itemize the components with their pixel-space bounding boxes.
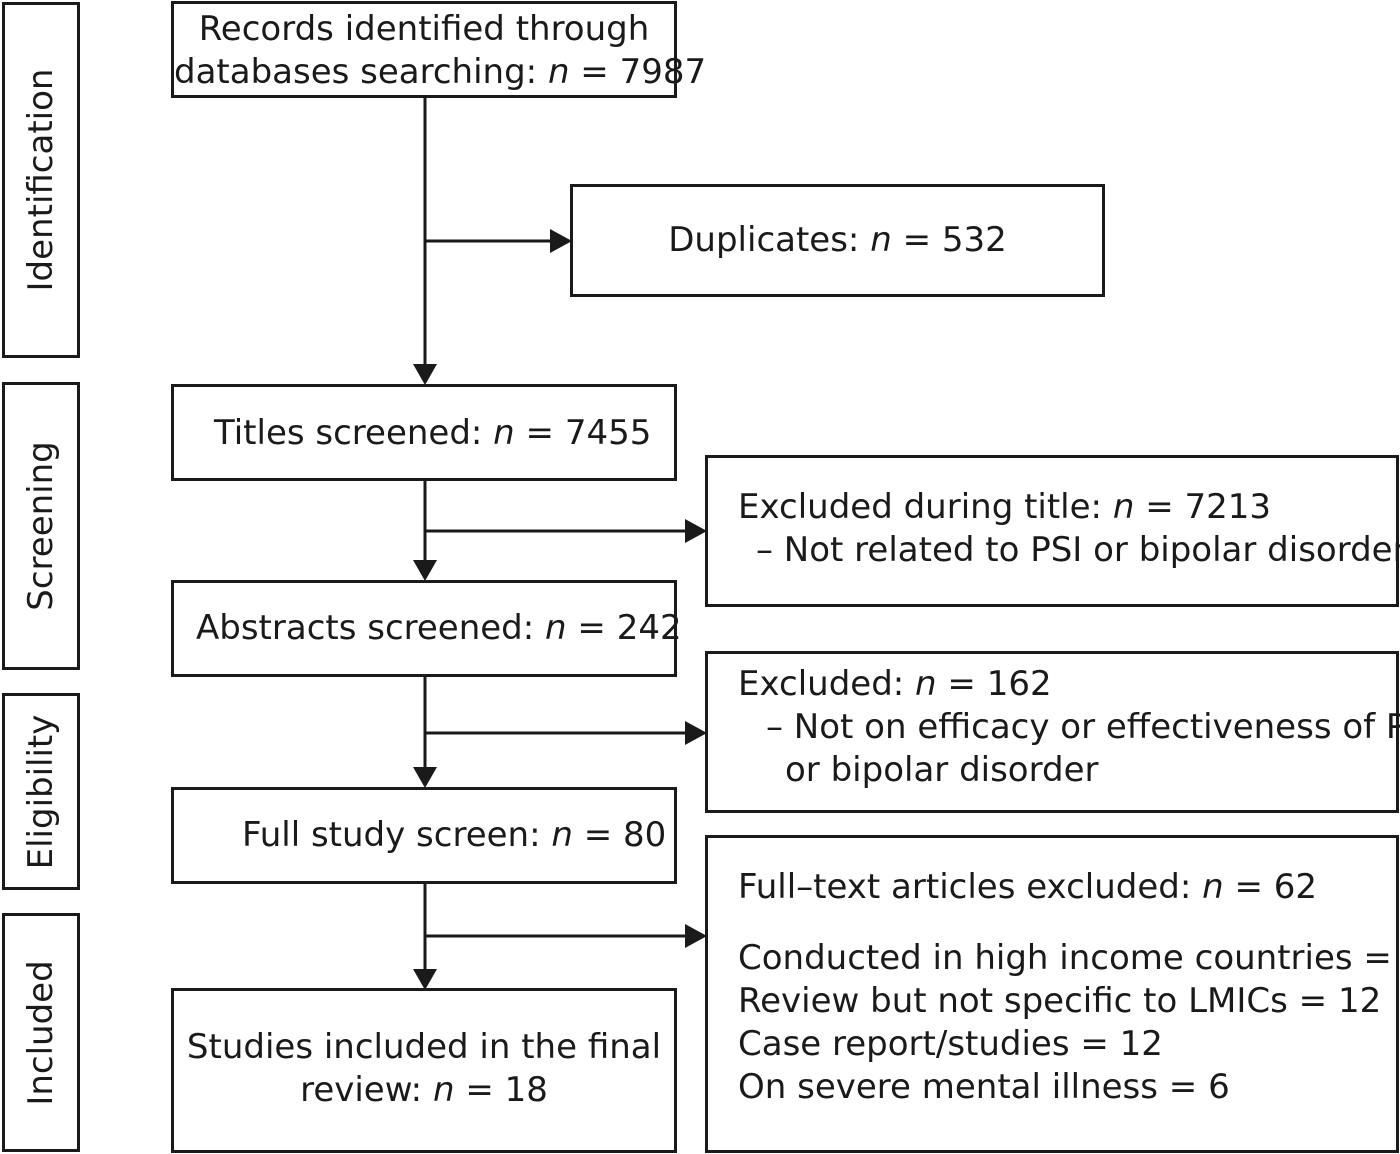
excluded-abstract-box: Excluded: n = 162 – Not on efficacy or e… bbox=[705, 651, 1400, 813]
full-study-screen-box: Full study screen: n = 80 bbox=[171, 787, 677, 884]
arrowhead-fullstudy bbox=[413, 767, 437, 788]
fulltext-reason-review-lmics: Review but not specific to LMICs = 12 bbox=[738, 981, 1382, 1021]
duplicates-text: Duplicates: n = 532 bbox=[668, 220, 1007, 260]
abstracts-screened-box: Abstracts screened: n = 242 bbox=[171, 580, 682, 677]
abstracts-screened-text: Abstracts screened: n = 242 bbox=[196, 608, 682, 648]
studies-included-line2: review: n = 18 bbox=[300, 1070, 548, 1110]
titles-screened-box: Titles screened: n = 7455 bbox=[171, 384, 677, 481]
arrowhead-fulltext-excluded bbox=[685, 924, 707, 948]
full-study-screen-text: Full study screen: n = 80 bbox=[242, 815, 667, 855]
arrowhead-duplicates bbox=[550, 229, 572, 253]
stage-screening: Screening bbox=[2, 382, 80, 670]
arrowhead-excluded-abstract bbox=[685, 721, 707, 745]
studies-included-line1: Studies included in the final bbox=[186, 1027, 662, 1067]
fulltext-reason-high-income: Conducted in high income countries = 32 bbox=[738, 938, 1400, 978]
stage-eligibility: Eligibility bbox=[2, 693, 80, 890]
fulltext-reason-case-report: Case report/studies = 12 bbox=[738, 1024, 1163, 1064]
excluded-title-heading: Excluded during title: n = 7213 bbox=[738, 487, 1272, 527]
studies-included-box: Studies included in the final review: n … bbox=[171, 988, 677, 1153]
stage-included: Included bbox=[2, 913, 80, 1152]
arrowhead-titles bbox=[413, 364, 437, 385]
records-identified-box: Records identified through databases sea… bbox=[171, 1, 707, 98]
fulltext-reason-severe-mental-illness: On severe mental illness = 6 bbox=[738, 1067, 1230, 1107]
excluded-abstract-heading: Excluded: n = 162 bbox=[738, 664, 1052, 704]
records-line1: Records identified through bbox=[198, 9, 650, 49]
fulltext-excluded-box: Full–text articles excluded: n = 62 Cond… bbox=[705, 835, 1400, 1153]
excluded-abstract-reason-line1: – Not on efficacy or effectiveness of PS… bbox=[766, 707, 1400, 747]
excluded-title-box: Excluded during title: n = 7213 – Not re… bbox=[705, 455, 1400, 607]
titles-screened-text: Titles screened: n = 7455 bbox=[214, 413, 652, 453]
excluded-abstract-reason-line2: or bipolar disorder bbox=[785, 750, 1099, 790]
stage-identification: Identification bbox=[2, 2, 80, 358]
arrowhead-abstracts bbox=[413, 560, 437, 581]
arrowhead-excluded-title bbox=[685, 519, 707, 543]
fulltext-excluded-heading: Full–text articles excluded: n = 62 bbox=[738, 867, 1318, 907]
records-line2: databases searching: n = 7987 bbox=[174, 52, 707, 92]
arrowhead-included bbox=[413, 969, 437, 990]
duplicates-box: Duplicates: n = 532 bbox=[570, 184, 1105, 297]
excluded-title-reason: – Not related to PSI or bipolar disorder bbox=[756, 530, 1400, 570]
